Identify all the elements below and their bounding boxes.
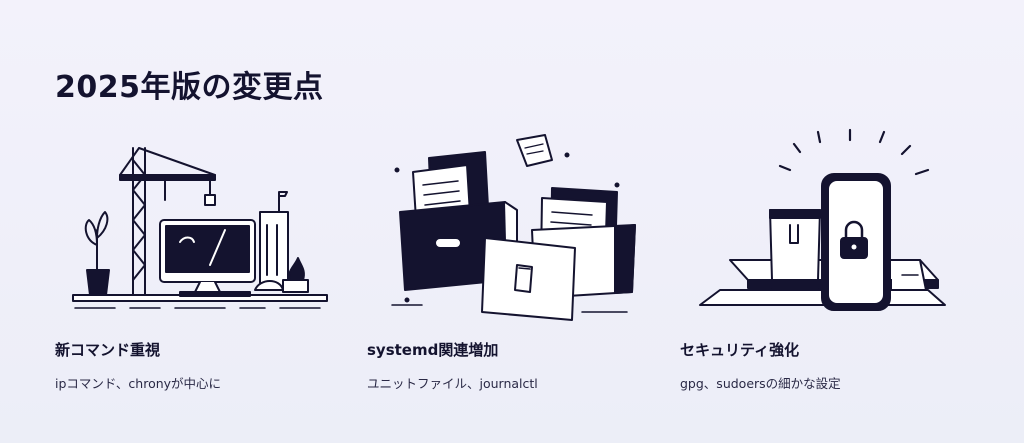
- page-title: 2025年版の変更点: [55, 70, 324, 105]
- card-heading: systemd関連増加: [367, 341, 499, 359]
- desk-with-crane-illustration: [55, 130, 355, 325]
- card-heading: 新コマンド重視: [55, 341, 161, 359]
- phone-lock-illustration: [680, 128, 980, 325]
- file-boxes-illustration: [367, 130, 667, 325]
- card-heading: セキュリティ強化: [680, 341, 800, 359]
- card-description: ipコマンド、chronyが中心に: [55, 376, 222, 391]
- card-description: ユニットファイル、journalctl: [367, 376, 538, 391]
- card-description: gpg、sudoersの細かな設定: [680, 376, 841, 391]
